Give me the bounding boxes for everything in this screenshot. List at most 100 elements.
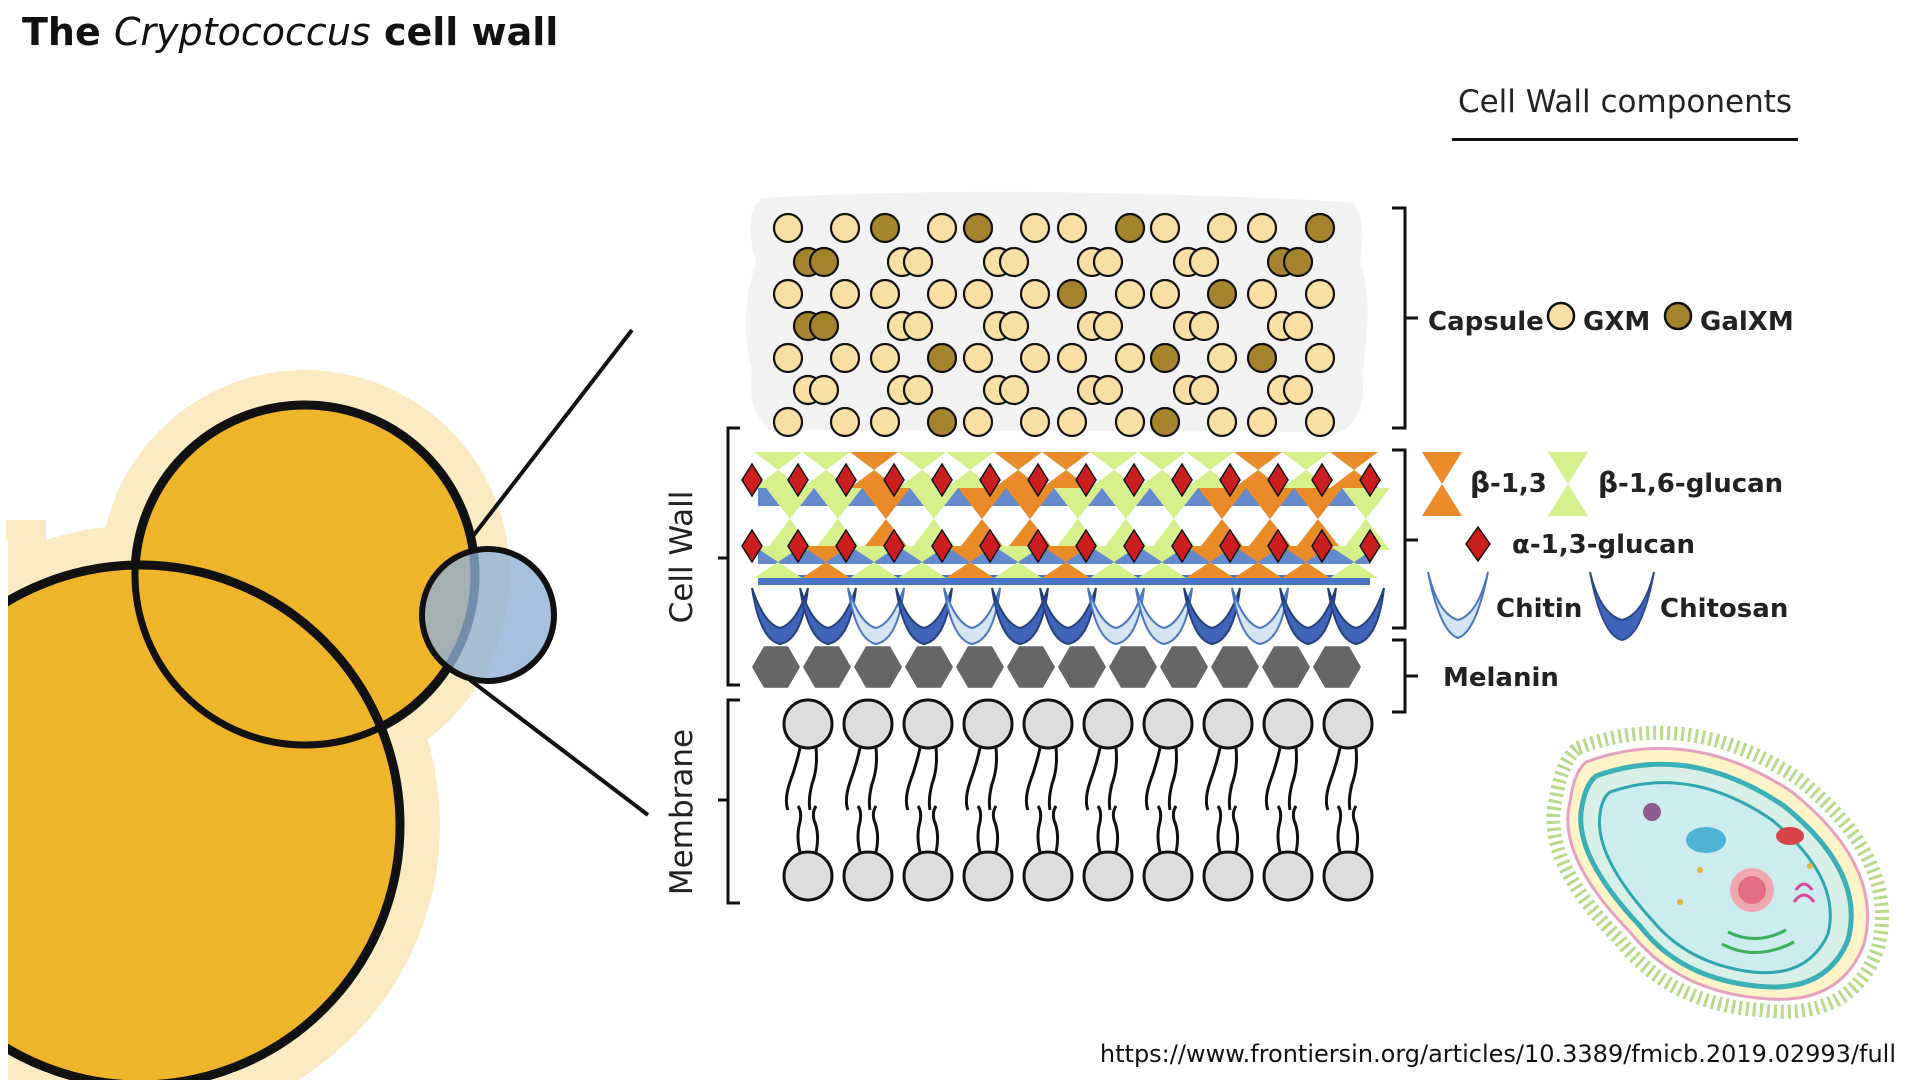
lipid-head	[1262, 850, 1314, 902]
alpha13-glucan	[741, 528, 763, 564]
alpha13-glucan	[787, 528, 809, 564]
alpha13-glucan	[1311, 528, 1333, 564]
gxm-particle	[808, 374, 840, 406]
lipid-tail	[1171, 805, 1180, 853]
melanin-granule	[1262, 646, 1310, 688]
melanin-granule	[1313, 646, 1361, 688]
chitin-molecule	[847, 587, 905, 646]
gxm-particle	[1188, 374, 1220, 406]
beta13-label: β-1,3	[1470, 466, 1547, 499]
lipid-tail	[1216, 805, 1223, 853]
gxm-particle	[1114, 278, 1146, 310]
gxm-particle	[1206, 212, 1238, 244]
chitosan-label: Chitosan	[1660, 594, 1788, 624]
lipid-head	[782, 698, 834, 750]
galxm-particle	[1304, 212, 1336, 244]
galxm-particle	[962, 212, 994, 244]
beta16-glucan	[814, 488, 862, 550]
gxm-particle	[1304, 406, 1336, 438]
lipid-head	[1142, 850, 1194, 902]
yeast-cell-illustration	[0, 328, 650, 1080]
chitosan-molecule	[1039, 587, 1097, 646]
zoom-circle	[419, 546, 557, 684]
capsule-bracket	[1392, 206, 1418, 430]
beta13-glucan	[802, 546, 850, 578]
lipid-head	[1202, 698, 1254, 750]
gxm-particle	[998, 374, 1030, 406]
lipid-tail	[1167, 747, 1178, 811]
yeast-mother-cell	[0, 560, 405, 1080]
capsule-label: Capsule	[1428, 307, 1544, 337]
lipid-head	[1322, 850, 1374, 902]
gxm-particle	[1092, 374, 1124, 406]
title-suffix: cell wall	[370, 10, 559, 54]
glucan-layer	[741, 452, 1390, 585]
lipid-tail	[1227, 747, 1238, 811]
gxm-particle	[902, 374, 934, 406]
gxm-particle	[1114, 406, 1146, 438]
gxm-particle	[772, 342, 804, 374]
gxm-particle	[1019, 342, 1051, 374]
galxm-particle	[1056, 278, 1088, 310]
gxm-particle	[1056, 212, 1088, 244]
lipid-tail	[867, 747, 878, 811]
gxm-particle	[1092, 246, 1124, 278]
lipid-head	[962, 850, 1014, 902]
gxm-particle	[1188, 246, 1220, 278]
gxm-particle	[1282, 310, 1314, 342]
beta16-glucan	[850, 546, 898, 578]
beta13-glucan	[1006, 488, 1054, 550]
chitin-swatch	[1427, 571, 1489, 640]
capsule-polysaccharides	[772, 212, 1336, 438]
melanin-label: Melanin	[1443, 663, 1559, 693]
alpha13-glucan	[1123, 528, 1145, 564]
lipid-tail	[931, 805, 940, 853]
gxm-particle	[1092, 310, 1124, 342]
gxm-particle	[1246, 212, 1278, 244]
lipid-tail	[1351, 805, 1360, 853]
lipid-tail	[1111, 805, 1120, 853]
lipid-tail	[916, 805, 923, 853]
beta16-glucan	[1138, 546, 1186, 578]
lipid-head	[782, 850, 834, 902]
melanin-granule	[956, 646, 1004, 688]
lipid-tail	[856, 805, 863, 853]
beta16-glucan	[1102, 488, 1150, 550]
gxm-particle	[869, 406, 901, 438]
lipid-tail	[1287, 747, 1298, 811]
alpha13-glucan	[1171, 528, 1193, 564]
lipid-tail	[1144, 747, 1162, 811]
gxm-particle	[1149, 278, 1181, 310]
melanin-granule	[1007, 646, 1055, 688]
galxm-label: GalXM	[1700, 307, 1794, 337]
membrane-bilayer	[782, 698, 1374, 902]
alpha13-glucan	[883, 462, 905, 498]
galxm-particle	[808, 246, 840, 278]
alpha13-glucan	[931, 528, 953, 564]
lipid-head	[1262, 698, 1314, 750]
beta13-glucan	[862, 488, 910, 550]
beta16-glucan	[910, 488, 958, 550]
beta13-glucan	[958, 488, 1006, 550]
lipid-tail	[1051, 805, 1060, 853]
galxm-particle	[1246, 342, 1278, 374]
galxm-particle	[1206, 278, 1238, 310]
lipid-head	[842, 850, 894, 902]
lipid-tail	[1084, 747, 1102, 811]
gxm-particle	[829, 212, 861, 244]
chitosan-molecule	[1183, 587, 1241, 646]
beta16-glucan	[766, 488, 814, 550]
gxm-label: GXM	[1583, 307, 1650, 337]
beta13-swatch	[1422, 452, 1462, 516]
alpha13-glucan	[931, 462, 953, 498]
zoom-line-bottom	[468, 678, 650, 817]
gxm-particle	[829, 278, 861, 310]
galxm-particle	[926, 406, 958, 438]
cell-wall-label: Cell Wall	[664, 491, 700, 624]
lipid-tail	[1291, 805, 1300, 853]
chitosan-molecule	[991, 587, 1049, 646]
lipid-tail	[1276, 805, 1283, 853]
chitin-molecule	[1231, 587, 1289, 646]
gxm-particle	[1056, 406, 1088, 438]
